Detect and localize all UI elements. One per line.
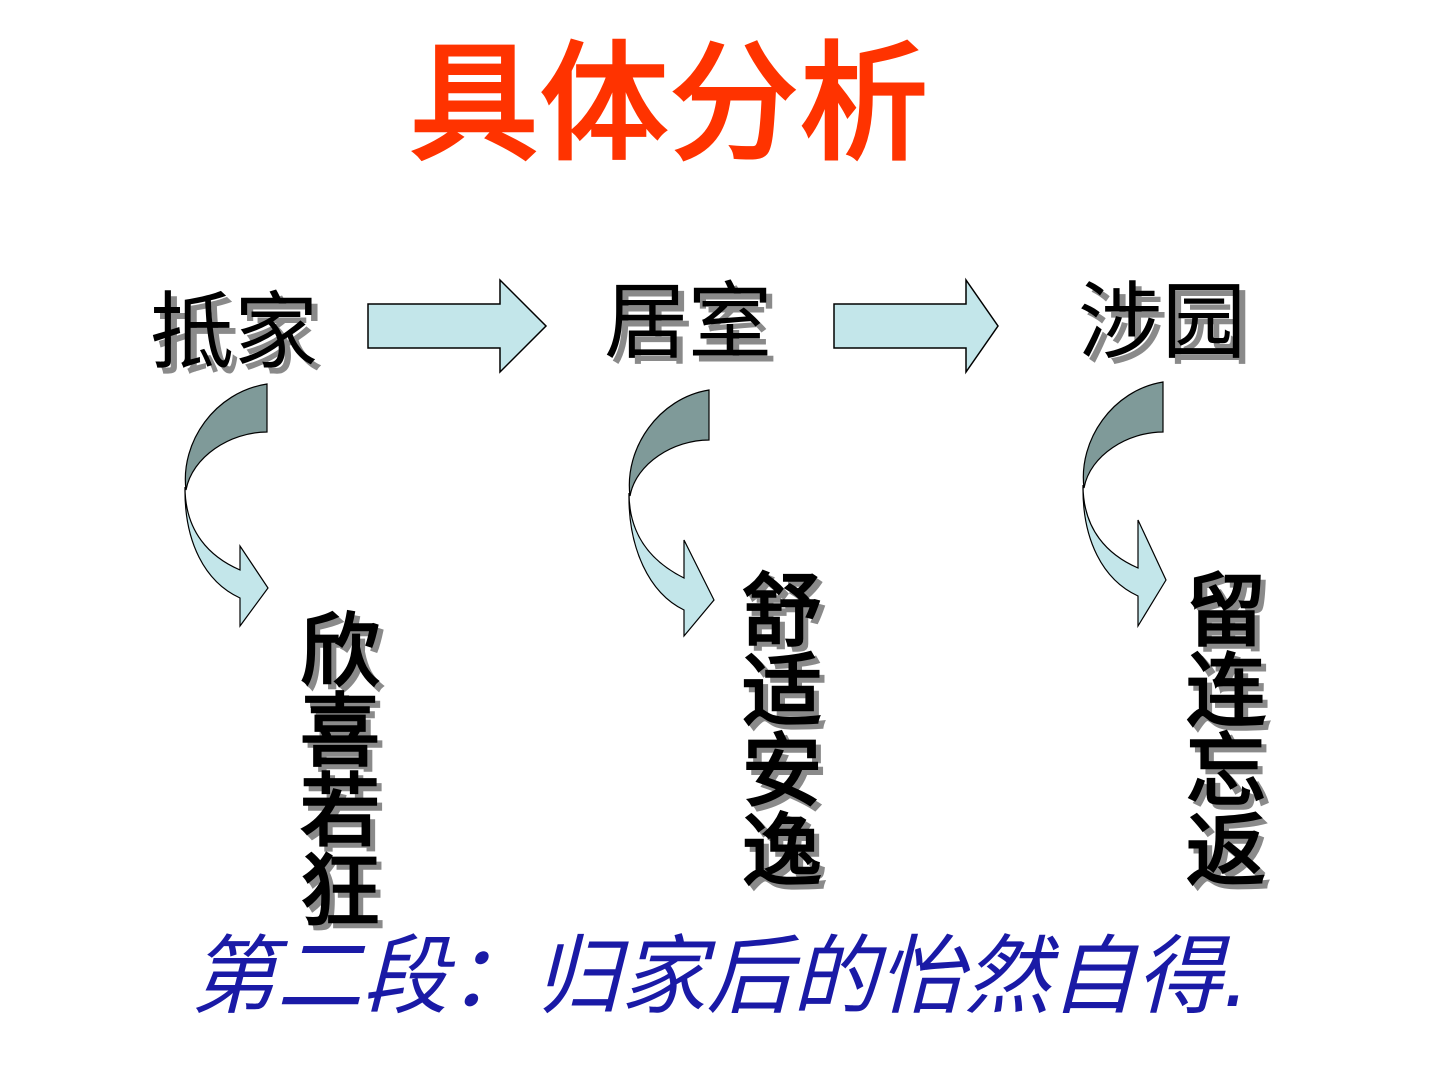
right-arrow-icon (833, 277, 999, 375)
stage-label-0: 抵家 (149, 283, 318, 381)
summary-subtitle: 第二段：归家后的怡然自得. (190, 927, 1250, 1027)
curved-down-arrow-icon (1082, 381, 1167, 629)
page-title: 具体分析 (409, 30, 930, 179)
curved-down-arrow-icon (184, 383, 269, 628)
stage-label-1: 居室 (603, 273, 772, 371)
right-arrow-icon (367, 278, 548, 374)
curved-down-arrow-icon (628, 389, 715, 638)
feeling-text-2: 留连忘返 (1186, 565, 1266, 898)
feeling-text-1: 舒适安逸 (742, 565, 822, 898)
stage-label-2: 涉园 (1077, 273, 1246, 371)
feeling-text-0: 欣喜若狂 (300, 605, 380, 938)
